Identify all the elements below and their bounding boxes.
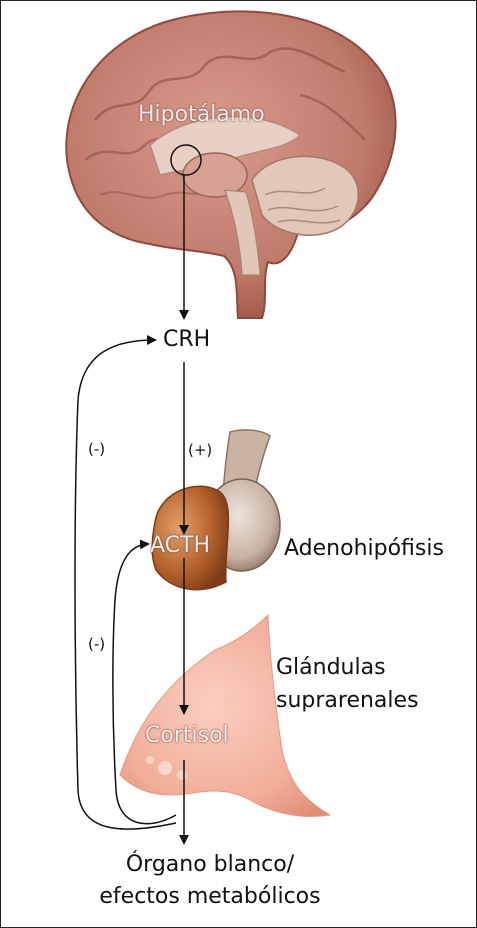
- brain-illustration: [66, 11, 395, 318]
- sign-feedback-acth: (-): [88, 635, 105, 653]
- hypothalamus-label: Hipotálamo: [138, 102, 265, 127]
- crh-label: CRH: [163, 327, 210, 352]
- target-label-line1: Órgano blanco/: [80, 852, 340, 877]
- cortisol-label: Cortisol: [145, 723, 229, 748]
- pituitary-illustration: [152, 430, 280, 590]
- sign-stimulation: (+): [188, 441, 212, 459]
- acth-label: ACTH: [150, 533, 210, 558]
- adrenal-label-line2: suprarenales: [276, 688, 419, 713]
- adenohypophysis-label: Adenohipófisis: [284, 536, 444, 561]
- sign-feedback-crh: (-): [88, 440, 105, 458]
- adrenal-illustration: [120, 615, 330, 817]
- target-label-line2: efectos metabólicos: [70, 884, 350, 909]
- adrenal-label-line1: Glándulas: [276, 655, 386, 680]
